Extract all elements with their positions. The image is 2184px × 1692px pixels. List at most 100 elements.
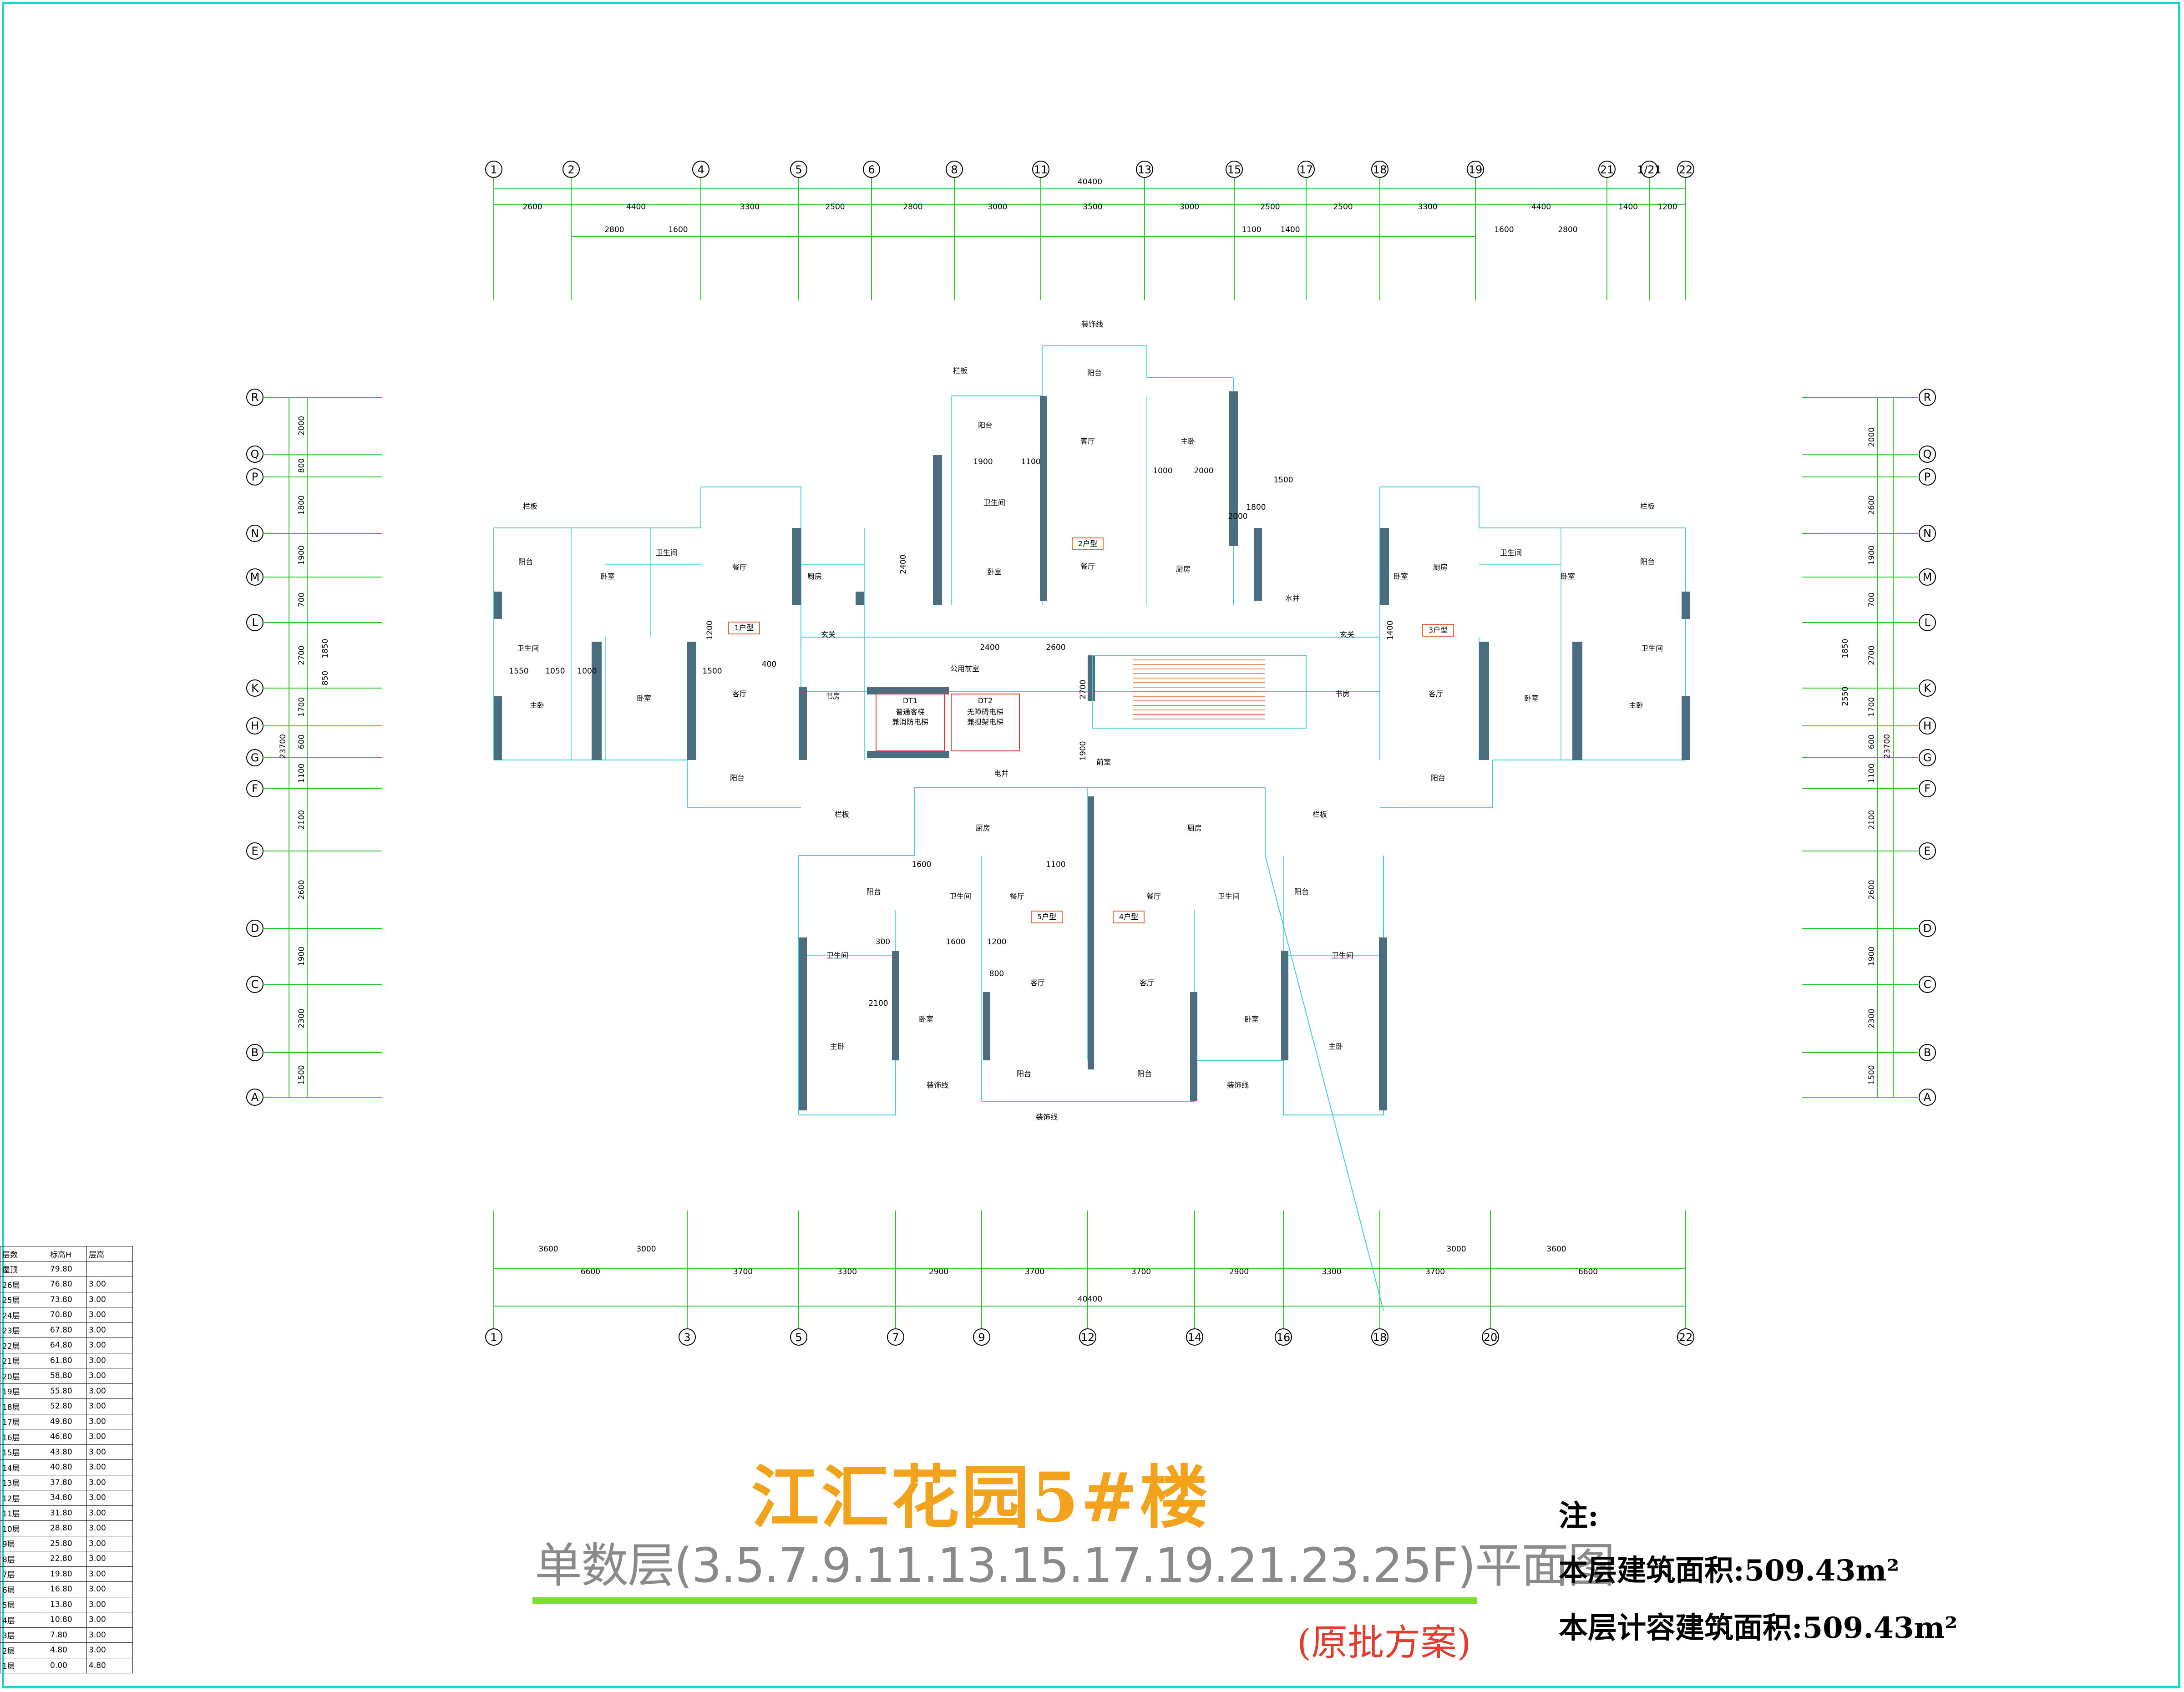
interior-dim: 1550 [509, 667, 528, 676]
table-cell: 3层 [0, 1627, 48, 1643]
interior-dim: 400 [762, 660, 776, 669]
room-label: 客厅 [732, 689, 747, 698]
bottom-dim-label: 6600 [581, 1267, 600, 1277]
interior-dim: 1800 [1246, 503, 1266, 512]
title-underline [532, 1597, 1477, 1604]
top-axis-bubble [790, 161, 807, 178]
right-axis-bubble [1919, 920, 1936, 937]
right-axis-label: L [1924, 616, 1931, 629]
shear-wall [1380, 528, 1389, 605]
table-cell: 73.80 [48, 1292, 87, 1307]
table-cell: 22.80 [48, 1551, 87, 1567]
bottom-axis-label: 20 [1484, 1331, 1498, 1344]
unit-tag-box [1113, 911, 1145, 923]
table-cell: 3.00 [86, 1444, 133, 1460]
room-label: 厨房 [1187, 824, 1202, 832]
room-label: 装饰线 [927, 1081, 948, 1089]
room-label: 卫生间 [1218, 892, 1240, 901]
table-cell: 25.80 [48, 1535, 87, 1551]
left-axis-bubble [246, 679, 263, 697]
left-dim-label: 800 [297, 458, 306, 473]
room-label: 阳台 [730, 774, 745, 782]
room-label: 卧室 [919, 1015, 933, 1023]
right-axis-label: D [1923, 922, 1931, 935]
table-cell: 3.00 [86, 1596, 133, 1612]
table-cell: 3.00 [86, 1322, 133, 1338]
unit-tag-label: 5户型 [1037, 912, 1056, 921]
left-axis-label: R [251, 391, 259, 404]
room-label: 卫生间 [826, 951, 848, 960]
bottom-dim-label: 3700 [1425, 1267, 1445, 1277]
left-sub-dim: 850 [321, 671, 330, 685]
right-axis-label: C [1924, 978, 1931, 991]
top-axis-label: 2 [568, 163, 574, 176]
bottom-total-dim: 40400 [1078, 1295, 1102, 1304]
bottom-axis-label: 22 [1679, 1331, 1693, 1344]
left-axis-label: N [251, 527, 259, 540]
table-cell: 16层 [0, 1429, 48, 1445]
table-cell: 34.80 [48, 1490, 87, 1506]
top-axis-label: 1/21 [1637, 163, 1662, 176]
shear-wall [1088, 796, 1094, 1069]
left-axis-label: E [251, 845, 258, 857]
room-label: 阳台 [978, 421, 993, 430]
table-cell: 76.80 [48, 1277, 87, 1292]
table-cell: 16.80 [48, 1581, 87, 1597]
table-cell: 25层 [0, 1292, 48, 1307]
room-label: 栏板 [953, 366, 968, 375]
top-axis-bubble [1032, 161, 1049, 178]
right-axis-label: B [1924, 1046, 1931, 1059]
bottom-axis-label: 9 [978, 1331, 985, 1344]
interior-dim: 2400 [980, 643, 999, 652]
room-label: 主卧 [1629, 701, 1643, 709]
unit-tag-box [1031, 911, 1063, 923]
elevator-dt1-desc: 兼消防电梯 [892, 718, 928, 726]
right-axis-bubble [1919, 1089, 1936, 1106]
top-axis-bubble [1371, 161, 1388, 178]
room-label: 书房 [1335, 689, 1350, 698]
room-label: 客厅 [1140, 978, 1154, 987]
interior-dim: 1500 [702, 667, 722, 676]
top-dim-label: 2500 [1333, 203, 1353, 212]
right-dim-label: 700 [1867, 593, 1876, 607]
shear-wall [933, 455, 942, 605]
top-dim-label: 3300 [1418, 203, 1437, 212]
room-label: 装饰线 [1036, 1113, 1058, 1121]
shear-wall [1682, 592, 1690, 619]
room-labels: 阳台卧室餐厅厨房卫生间主卧卧室客厅书房阳台卫生间阳台客厅主卧卫生间餐厅卧室厨房阳… [509, 320, 1663, 1121]
interior-dim: 1900 [973, 457, 993, 466]
bottom-sub-dim-label: 3600 [538, 1245, 558, 1254]
room-label: 阳台 [1640, 557, 1655, 566]
top-axis-label: 19 [1469, 163, 1483, 176]
room-label: 卫生间 [1500, 548, 1522, 557]
top-dim-label: 2600 [522, 203, 542, 212]
left-dim-label: 2300 [297, 1008, 306, 1028]
shear-wall [592, 642, 602, 760]
shear-wall [856, 592, 864, 605]
room-label: 公用前室 [950, 664, 979, 673]
bottom-dim-label: 3700 [733, 1267, 753, 1277]
top-axis-label: 1 [490, 163, 497, 176]
elevator-dt1-desc: 普通客梯 [896, 708, 925, 716]
room-label: 卧室 [1561, 572, 1575, 581]
interior-dim: 300 [876, 937, 890, 947]
drawing-title: 江汇花园5#楼 [751, 1458, 1210, 1538]
shear-wall [1572, 642, 1582, 760]
top-dim-label: 3000 [988, 203, 1007, 212]
top-dim-label: 4400 [626, 203, 646, 212]
interior-dim: 1500 [1273, 476, 1293, 485]
room-label: 玄关 [821, 630, 836, 639]
area-notes: 注: 本层建筑面积:509.43m² 本层计容建筑面积:509.43m² [1559, 1493, 1957, 1662]
table-cell: 3.00 [86, 1520, 133, 1536]
left-dim-label: 1100 [297, 763, 306, 783]
top-axis-label: 8 [951, 163, 958, 176]
interior-dim: 1050 [545, 667, 565, 676]
table-cell: 3.00 [86, 1490, 133, 1506]
